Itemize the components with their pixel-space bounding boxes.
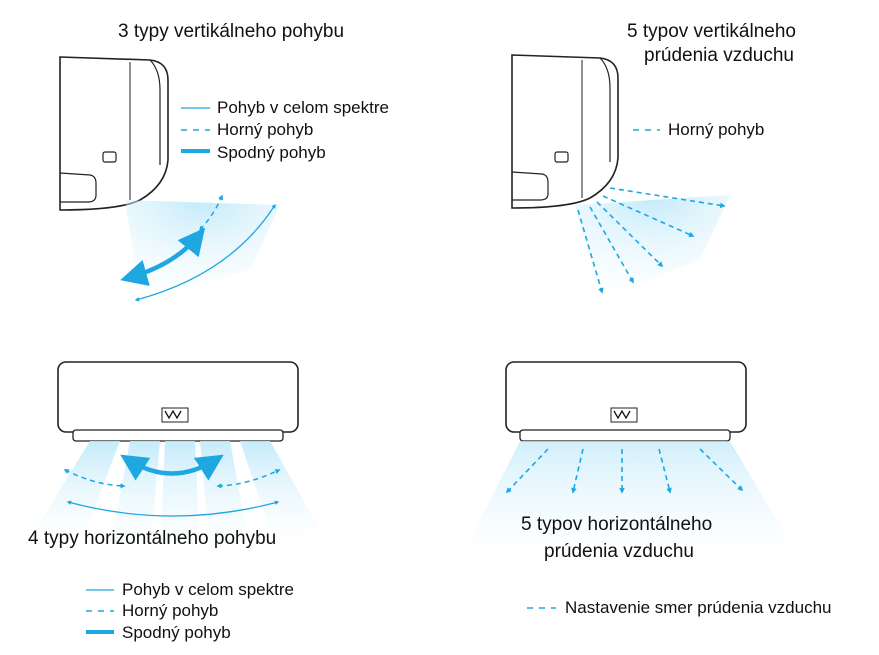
title-top-right-line2: prúdenia vzduchu bbox=[644, 45, 794, 66]
upper-arrow-bottom-left-b bbox=[216, 469, 281, 489]
legend-label-full-range: Pohyb v celom spektre bbox=[122, 580, 294, 599]
legend-label-upper: Horný pohyb bbox=[122, 601, 219, 620]
airflow-glow-bottom-right bbox=[460, 441, 800, 560]
front-unit-right bbox=[505, 361, 747, 442]
upper-arrow-bottom-left-a bbox=[63, 469, 126, 489]
legend-label-full-range: Pohyb v celom spektre bbox=[217, 98, 389, 117]
title-bottom-left: 4 typy horizontálneho pohybu bbox=[28, 528, 277, 549]
legend-label-upper: Horný pohyb bbox=[217, 120, 314, 139]
front-unit-left bbox=[57, 361, 299, 442]
horizontal-flow-arrows bbox=[505, 448, 744, 494]
airflow-fan-top-left bbox=[125, 200, 280, 300]
legend-label-lower: Spodný pohyb bbox=[217, 143, 326, 162]
side-unit-right bbox=[511, 54, 619, 209]
full-range-arrow-top-left bbox=[134, 203, 276, 302]
lower-arrow-top-left bbox=[120, 227, 206, 286]
legend-label-direction: Nastavenie smer prúdenia vzduchu bbox=[565, 598, 832, 617]
title-top-right-line1: 5 typov vertikálneho bbox=[627, 21, 796, 42]
title-bottom-right-line1: 5 typov horizontálneho bbox=[521, 514, 713, 535]
legend-label-lower: Spodný pohyb bbox=[122, 623, 231, 642]
lower-arrow-bottom-left bbox=[120, 454, 224, 481]
vertical-flow-arrows bbox=[577, 187, 726, 294]
airflow-fan-top-right bbox=[575, 195, 730, 300]
full-range-arrow-bottom-left bbox=[66, 500, 280, 517]
upper-arrow-top-left bbox=[198, 194, 224, 232]
title-bottom-right-line2: prúdenia vzduchu bbox=[544, 541, 694, 562]
legend-label-upper: Horný pohyb bbox=[668, 120, 765, 139]
side-unit-left bbox=[59, 56, 169, 211]
title-top-left: 3 typy vertikálneho pohybu bbox=[118, 21, 345, 42]
